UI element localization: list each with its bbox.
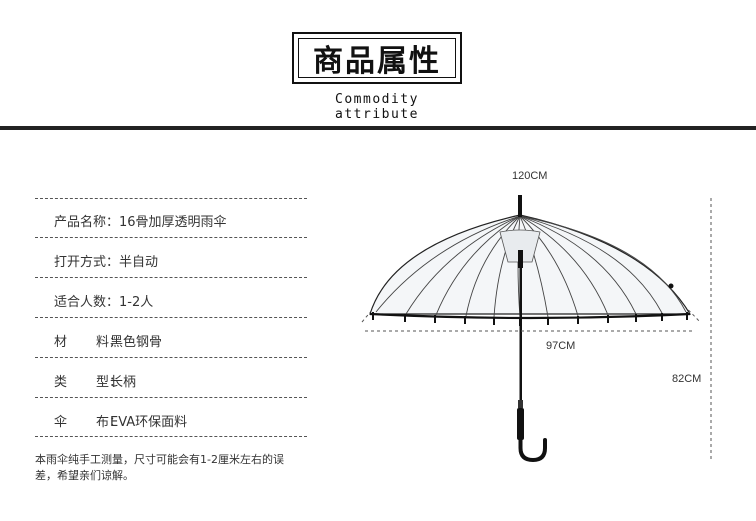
page-subtitle: Commodity attribute bbox=[335, 92, 419, 122]
header-divider bbox=[0, 126, 756, 130]
attr-row-fabric: 伞 布：EVA环保面料 bbox=[54, 411, 187, 430]
dash-divider bbox=[35, 436, 307, 437]
attr-row-material: 材 料：黑色钢骨 bbox=[54, 331, 162, 350]
umbrella-tip bbox=[518, 195, 522, 217]
attr-key-b: 布： bbox=[96, 415, 123, 430]
attr-value: 1-2人 bbox=[119, 295, 154, 310]
canopy-hem bbox=[369, 312, 691, 320]
umbrella-handle-grip bbox=[517, 408, 524, 440]
dash-divider bbox=[35, 317, 307, 318]
canopy-dot bbox=[668, 283, 674, 289]
rib-tips bbox=[372, 312, 688, 326]
attr-key-a: 类 bbox=[54, 375, 68, 390]
title-inner-frame: 商品属性 bbox=[298, 38, 456, 79]
title-box: 商品属性 bbox=[292, 32, 462, 84]
attr-key: 打开方式： bbox=[54, 255, 120, 270]
dimension-top: 120CM bbox=[512, 170, 548, 182]
umbrella-canopy bbox=[369, 214, 692, 315]
dimension-height: 82CM bbox=[672, 373, 702, 385]
dash-divider bbox=[35, 198, 307, 199]
attr-row-type: 类 型：长柄 bbox=[54, 371, 136, 390]
attr-value: 长柄 bbox=[110, 375, 137, 390]
measurement-note: 本雨伞纯手工测量，尺寸可能会有1-2厘米左右的误差，希望亲们谅解。 bbox=[35, 453, 284, 482]
umbrella-handle-hook bbox=[518, 436, 547, 463]
umbrella-shaft bbox=[519, 262, 522, 432]
umbrella-button bbox=[518, 400, 523, 408]
dash-divider bbox=[35, 357, 307, 358]
attr-key-a: 材 bbox=[54, 335, 68, 350]
attr-key-a: 伞 bbox=[54, 415, 68, 430]
attr-row-open: 打开方式：半自动 bbox=[54, 251, 158, 270]
attr-value: EVA环保面料 bbox=[110, 415, 188, 430]
attr-value: 黑色钢骨 bbox=[110, 335, 163, 350]
attr-value: 16骨加厚透明雨伞 bbox=[119, 215, 227, 230]
attr-row-people: 适合人数：1-2人 bbox=[54, 291, 153, 310]
attr-value: 半自动 bbox=[119, 255, 159, 270]
attr-key-b: 料： bbox=[96, 335, 123, 350]
attr-key-b: 型： bbox=[96, 375, 123, 390]
attr-key: 产品名称： bbox=[54, 215, 120, 230]
page-title: 商品属性 bbox=[313, 44, 441, 79]
dash-divider bbox=[35, 397, 307, 398]
dimension-bottom: 97CM bbox=[546, 340, 576, 352]
attr-row-name: 产品名称：16骨加厚透明雨伞 bbox=[54, 211, 227, 230]
dash-divider bbox=[35, 277, 307, 278]
attr-key: 适合人数： bbox=[54, 295, 120, 310]
umbrella-runner-cone bbox=[499, 229, 541, 263]
dash-divider bbox=[35, 237, 307, 238]
umbrella-runner bbox=[518, 250, 523, 268]
